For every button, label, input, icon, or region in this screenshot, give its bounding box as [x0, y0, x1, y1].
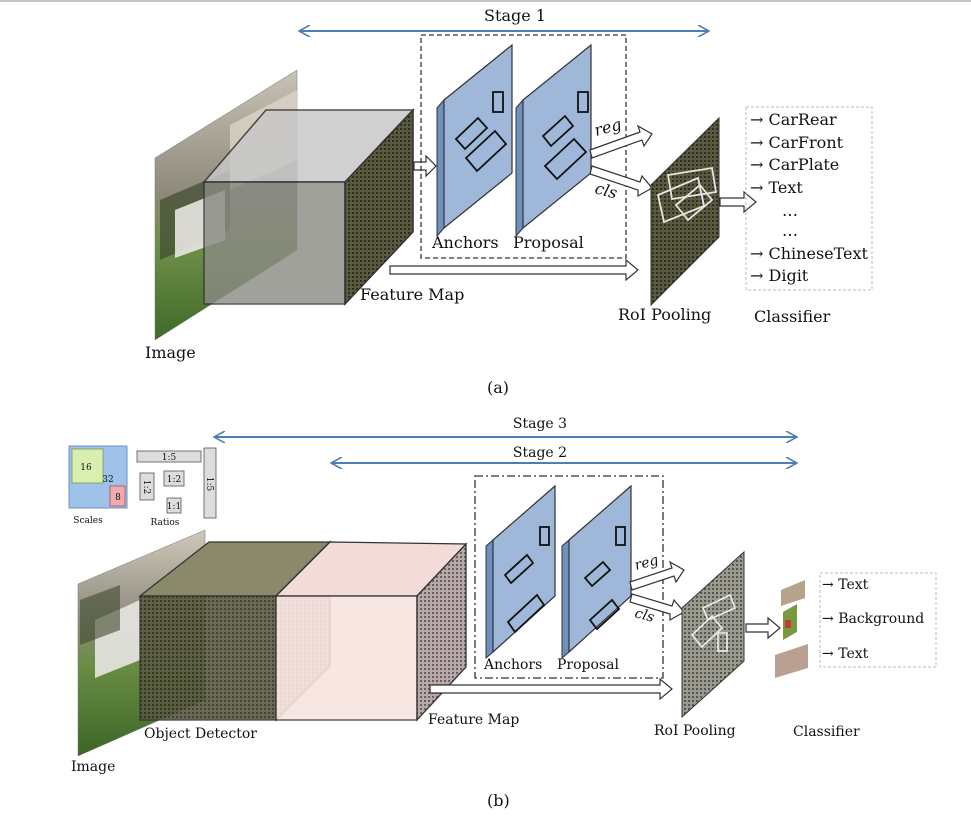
- feature-to-roi-arrow-b: [429, 677, 673, 701]
- classifier-box-b: [819, 572, 937, 668]
- reg-label-a: reg: [592, 114, 623, 139]
- ratio-label: 1:2: [141, 480, 151, 494]
- ratios-legend: 1:5 1:2 1:2 1:1 1:5: [136, 447, 217, 519]
- cls-arrow-b: [629, 593, 685, 622]
- class-item: → Text: [822, 577, 869, 593]
- classifier-label-a: Classifier: [754, 307, 831, 326]
- scale-32: 32: [102, 475, 113, 485]
- feature-to-roi-arrow-a: [389, 258, 639, 282]
- ratios-caption: Ratios: [151, 518, 180, 528]
- feature-block-b: [274, 541, 468, 722]
- roi-label-b: RoI Pooling: [654, 723, 736, 739]
- stage2-label: Stage 2: [513, 445, 567, 461]
- ratio-label: 1:1: [167, 502, 181, 512]
- roi-pooling-grid-a: [650, 116, 720, 307]
- class-item: → CarFront: [750, 133, 844, 152]
- reg-arrow-a: [589, 124, 653, 159]
- panel-a: Stage 1 Image Feature Map Anchors: [145, 6, 873, 397]
- cnn-block-a: [202, 108, 415, 306]
- class-item: → CarRear: [750, 110, 837, 129]
- panel-b: Stage 3 Stage 2 16 32 8 Scales 1:5 1:2 1…: [68, 416, 937, 810]
- proposal-label-b: Proposal: [557, 657, 619, 673]
- reg-label-b: reg: [633, 552, 660, 574]
- image-label-b: Image: [71, 759, 115, 775]
- ratio-label: 1:5: [162, 453, 177, 463]
- class-ellipsis: …: [782, 221, 798, 240]
- class-item: → Background: [822, 611, 924, 627]
- crop-thumbnails: [775, 580, 808, 678]
- class-item: → Digit: [750, 266, 809, 285]
- roi-label-a: RoI Pooling: [618, 305, 711, 324]
- feature-map-label-a: Feature Map: [360, 285, 464, 304]
- ratio-label: 1:5: [204, 477, 214, 492]
- cls-arrow-a: [589, 165, 653, 198]
- caption-b: (b): [487, 791, 510, 810]
- classifier-label-b: Classifier: [793, 724, 860, 740]
- class-ellipsis: …: [782, 201, 798, 220]
- class-item: → Text: [822, 646, 869, 662]
- stage1-label: Stage 1: [484, 6, 546, 25]
- proposal-panel-b: [561, 484, 632, 660]
- stage3-label: Stage 3: [513, 416, 567, 432]
- scales-legend: 16 32 8: [68, 445, 128, 509]
- class-item: → CarPlate: [750, 155, 839, 174]
- class-item: → ChineseText: [750, 244, 869, 263]
- ratio-label: 1:2: [167, 475, 181, 485]
- anchors-panel-b: [485, 484, 556, 660]
- anchors-label-a: Anchors: [431, 233, 499, 252]
- classifier-box-a: [745, 106, 873, 291]
- arrow-to-rpn-a: [413, 154, 437, 178]
- roi-to-classifier-arrow-a: [719, 190, 757, 214]
- class-item: → Text: [750, 178, 803, 197]
- scale-16: 16: [80, 463, 92, 473]
- class-list-a: → CarRear → CarFront → CarPlate → Text ……: [750, 110, 869, 285]
- class-list-b: → Text → Background → Text: [822, 577, 924, 662]
- scale-8: 8: [115, 493, 121, 503]
- roi-to-classifier-arrow-b: [745, 616, 781, 640]
- rpn-dashed-box-a: [420, 34, 627, 259]
- anchors-panel-a: [436, 43, 513, 238]
- feature-map-label-b: Feature Map: [428, 712, 519, 728]
- reg-arrow-b: [629, 560, 685, 591]
- roi-pooling-grid-b: [681, 550, 745, 719]
- cls-label-b: cls: [633, 605, 656, 626]
- caption-a: (a): [487, 378, 509, 397]
- proposal-panel-a: [515, 43, 592, 238]
- proposal-label-a: Proposal: [513, 233, 584, 252]
- image-label-a: Image: [145, 343, 196, 362]
- scales-caption: Scales: [73, 516, 103, 526]
- anchors-label-b: Anchors: [483, 657, 542, 673]
- detector-label: Object Detector: [144, 726, 257, 742]
